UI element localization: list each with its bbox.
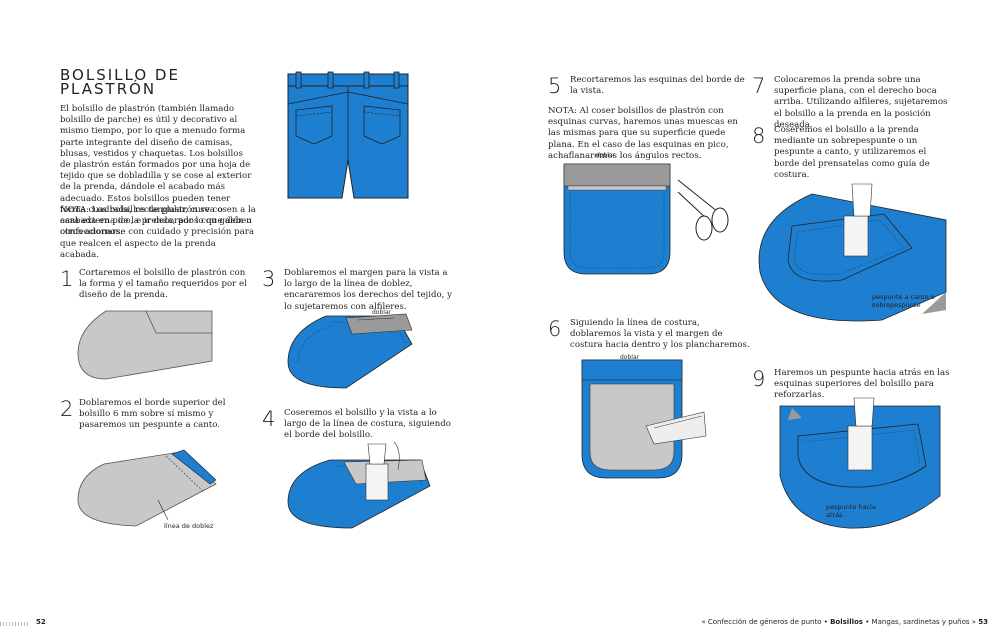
step-text-6: Siguiendo la línea de costura, doblaremo… (570, 318, 750, 351)
footer-right: « Confección de géneros de punto • Bolsi… (701, 618, 988, 626)
step-number-2: 2 (60, 397, 74, 421)
label-pespunte-canto: pespunte a canto o sobrepespunte (872, 293, 935, 309)
step-text-7: Colocaremos la prenda sobre una superfic… (774, 75, 948, 130)
step-number-5: 5 (548, 74, 562, 98)
intro-paragraph: El bolsillo de plastrón (también llamado… (60, 104, 252, 238)
step1-pocket-illustration (77, 310, 213, 380)
step2-pocket-illustration (77, 449, 217, 527)
step-number-8: 8 (752, 124, 766, 148)
step-text-3: Doblaremos el margen para la vista a lo … (284, 268, 452, 312)
footer-section: « Confección de géneros de punto • (701, 618, 828, 626)
step-text-8: Coseremos el bolsillo a la prenda median… (774, 125, 930, 180)
step-number-4: 4 (262, 407, 276, 431)
step-text-1: Cortaremos el bolsillo de plastrón con l… (79, 268, 247, 301)
step3-pocket-illustration (287, 313, 413, 389)
footer-chapter: Bolsillos (830, 618, 863, 626)
step-number-1: 1 (60, 267, 74, 291)
page-title: BOLSILLO DE PLASTRÓN (60, 66, 180, 98)
step-number-7: 7 (752, 74, 766, 98)
step8-topstitch-illustration (758, 183, 947, 322)
step-text-5: Recortaremos las esquinas del borde de l… (570, 75, 745, 97)
page-number-left: 52 (36, 618, 46, 626)
label-linea-doblez: línea de doblez (164, 522, 214, 530)
step-number-9: 9 (752, 367, 766, 391)
note-left: NOTA: Los bolsillos de plastrón se cosen… (60, 205, 256, 260)
footer-rule-left (0, 622, 30, 626)
step4-sewing-illustration (287, 441, 431, 529)
step9-backstitch-illustration (779, 397, 941, 529)
step-text-2: Doblaremos el borde superior del bolsill… (79, 398, 226, 431)
step5-trim-illustration (563, 163, 729, 275)
step-number-3: 3 (262, 267, 276, 291)
footer-subsection: • Mangas, sardinetas y puños » (865, 618, 977, 626)
step-text-9: Haremos un pespunte hacia atrás en las e… (774, 368, 950, 401)
page-number-right: 53 (978, 618, 988, 626)
step-text-4: Coseremos el bolsillo y la vista a lo la… (284, 408, 451, 441)
label-doblar-5: doblar (596, 152, 616, 159)
label-doblar-3: doblar (372, 309, 392, 316)
label-pespunte-atras: pespunte hacia atrás (826, 503, 876, 519)
step6-press-illustration (581, 359, 707, 479)
jeans-back-illustration (287, 71, 409, 199)
label-doblar-6: doblar (620, 354, 640, 361)
step-number-6: 6 (548, 317, 562, 341)
note-right: NOTA: Al coser bolsillos de plastrón con… (548, 106, 738, 161)
